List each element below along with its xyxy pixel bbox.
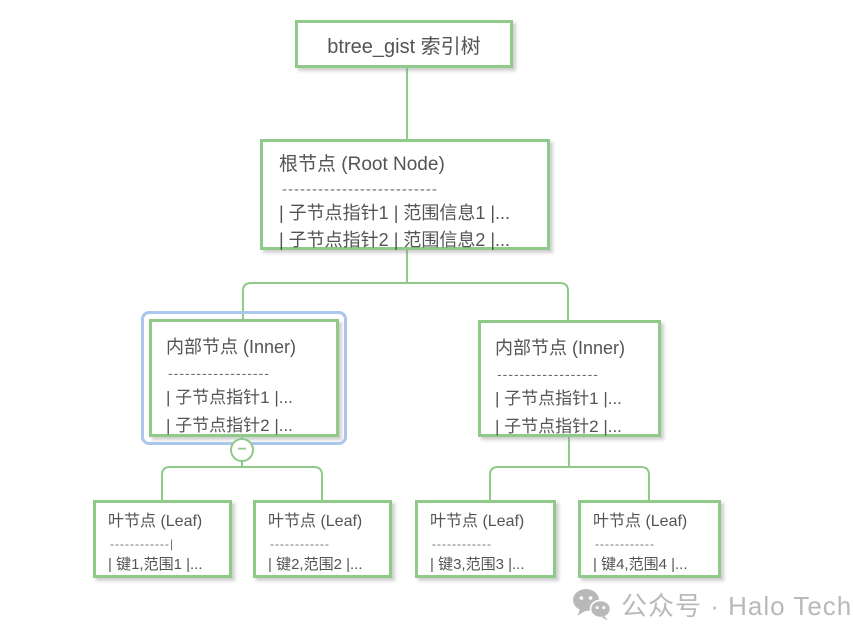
root-node-row: | 子节点指针2 | 范围信息2 |... (279, 230, 511, 250)
node-inner-right[interactable]: 内部节点 (Inner) ------------------ | 子节点指针1… (478, 320, 661, 437)
collapse-button[interactable]: − (230, 438, 254, 462)
leaf-node-row: | 键1,范围1 |... (108, 556, 203, 573)
inner-node-separator: ------------------ (497, 366, 599, 382)
watermark-text: 公众号 · Halo Tech (621, 591, 853, 621)
inner-node-separator: ------------------ (168, 365, 270, 381)
leaf-node-row: | 键3,范围3 |... (430, 556, 525, 573)
inner-node-row: | 子节点指针2 |... (166, 416, 293, 435)
root-node-title: 根节点 (Root Node) (279, 154, 445, 175)
inner-node-title: 内部节点 (Inner) (495, 338, 626, 358)
node-leaf-1[interactable]: 叶节点 (Leaf) ------------| | 键1,范围1 |... (93, 500, 232, 578)
node-index-tree-title[interactable]: btree_gist 索引树 (295, 20, 513, 68)
inner-node-row: | 子节点指针1 |... (495, 389, 622, 408)
leaf-node-separator: ------------| (110, 537, 175, 551)
leaf-node-row: | 键2,范围2 |... (268, 556, 363, 573)
node-leaf-3[interactable]: 叶节点 (Leaf) ------------ | 键3,范围3 |... (415, 500, 556, 578)
wechat-icon (573, 589, 612, 621)
node-root[interactable]: 根节点 (Root Node) ------------------------… (260, 139, 550, 250)
node-leaf-2[interactable]: 叶节点 (Leaf) ------------ | 键2,范围2 |... (253, 500, 392, 578)
root-node-row: | 子节点指针1 | 范围信息1 |... (279, 203, 511, 223)
node-leaf-4[interactable]: 叶节点 (Leaf) ------------ | 键4,范围4 |... (578, 500, 721, 578)
minus-icon: − (237, 441, 247, 458)
leaf-node-separator: ------------ (270, 537, 330, 551)
leaf-node-title: 叶节点 (Leaf) (108, 513, 203, 530)
leaf-node-title: 叶节点 (Leaf) (593, 513, 688, 530)
inner-node-title: 内部节点 (Inner) (166, 337, 297, 357)
inner-node-row: | 子节点指针2 |... (495, 417, 622, 436)
leaf-node-row: | 键4,范围4 |... (593, 556, 688, 573)
leaf-node-title: 叶节点 (Leaf) (430, 513, 525, 530)
connector-root-inners (242, 282, 569, 320)
inner-node-row: | 子节点指针1 |... (166, 388, 293, 407)
node-inner-left[interactable]: 内部节点 (Inner) ------------------ | 子节点指针1… (149, 319, 339, 437)
index-tree-title-label: btree_gist 索引树 (327, 35, 481, 58)
watermark: 公众号 · Halo Tech (572, 586, 852, 623)
connector-inner-left-leaves (161, 466, 323, 500)
leaf-node-title: 叶节点 (Leaf) (268, 513, 363, 530)
leaf-node-separator: ------------ (595, 537, 655, 551)
leaf-node-separator: ------------ (432, 537, 492, 551)
connector-inner-right-leaves (489, 466, 650, 500)
root-node-separator: -------------------------- (282, 181, 438, 198)
